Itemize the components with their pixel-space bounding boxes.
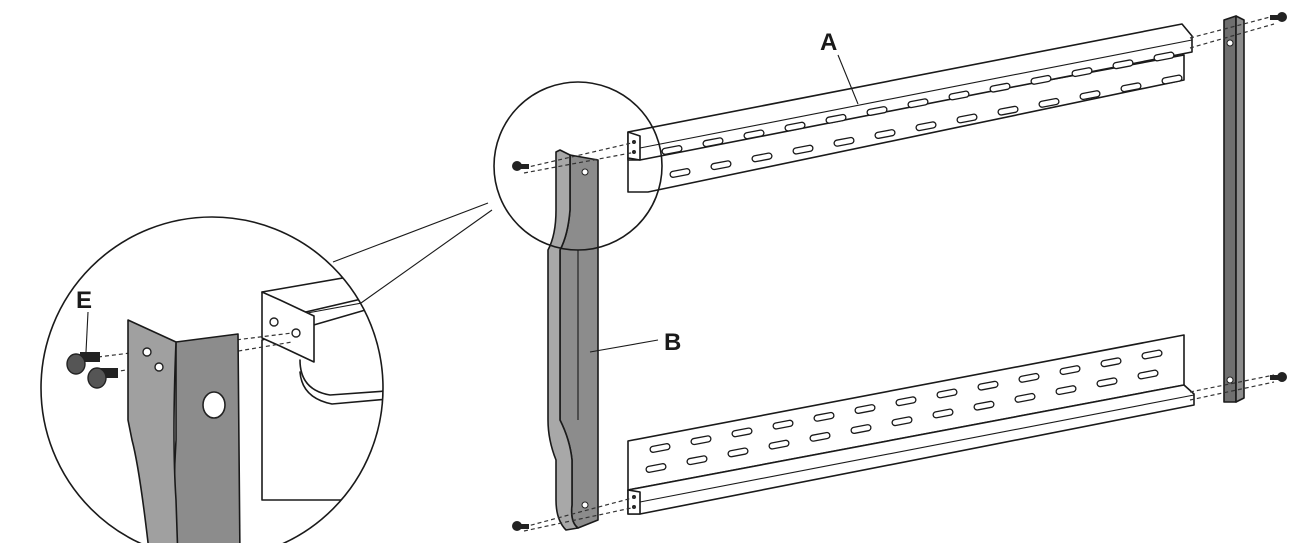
rail-slot: [690, 435, 712, 446]
rail-slot: [645, 463, 667, 473]
rail-slot: [1161, 74, 1183, 85]
rail-slot: [731, 427, 753, 438]
detail-circle-border: [40, 216, 384, 543]
callout-leaders: [589, 54, 859, 353]
rail-slot: [907, 98, 929, 109]
screw-top-right: [1270, 12, 1287, 22]
rail-slot: [977, 380, 999, 391]
rail-slot: [1096, 377, 1118, 388]
rail-slot: [915, 121, 937, 132]
bottom-rail-slots: [645, 349, 1163, 473]
rail-slot: [948, 90, 970, 101]
bottom-rail-end-cap: [627, 489, 641, 515]
rail-slot: [751, 152, 773, 163]
mounting-screws: [512, 12, 1287, 531]
rail-slot: [649, 443, 671, 453]
rail-slot: [895, 396, 917, 407]
rail-slot: [809, 431, 831, 442]
rail-slot: [1071, 67, 1093, 78]
screw-bottom-left: [512, 521, 529, 531]
rail-slot: [792, 144, 814, 155]
magnifier-target-circle: [493, 81, 663, 251]
leader-b: [589, 339, 659, 353]
rail-slot: [854, 404, 876, 415]
screw-alignment-lines: [523, 15, 1275, 532]
rail-slot: [1055, 385, 1077, 396]
rail-slot: [891, 416, 913, 427]
detail-magnified-view: [41, 217, 383, 543]
rail-slot: [813, 411, 835, 422]
leader-a: [837, 54, 859, 105]
rail-slot: [1153, 51, 1175, 62]
callout-label-a: A: [820, 29, 837, 56]
screw-top-left: [512, 161, 529, 171]
detail-bracket-front: [173, 333, 241, 543]
callout-label-e: E: [76, 287, 92, 314]
rail-slot: [932, 408, 954, 419]
rail-slot: [825, 113, 847, 124]
detail-rail-end-face: [261, 291, 315, 363]
bottom-rail: [627, 334, 1195, 515]
rail-slot: [1141, 349, 1163, 360]
top-rail-end-cap: [627, 131, 641, 161]
rail-slot: [661, 145, 683, 155]
rail-slot: [1018, 372, 1040, 383]
rail-slot: [727, 447, 749, 458]
rail-slot: [710, 160, 732, 171]
rail-slot: [833, 136, 855, 147]
detail-bracket-side: [127, 319, 179, 543]
rail-slot: [956, 113, 978, 124]
rail-slot: [1079, 90, 1101, 101]
rail-slot: [768, 439, 790, 450]
rail-slot: [1112, 59, 1134, 70]
center-vertical-bracket-b: [547, 149, 599, 531]
rail-slot: [866, 106, 888, 117]
rail-slot: [989, 82, 1011, 93]
rail-slot: [1014, 392, 1036, 403]
rail-slot: [669, 168, 691, 178]
rail-slot: [973, 400, 995, 411]
top-rail-slots: [661, 51, 1183, 178]
right-vertical-bracket: [1223, 15, 1245, 403]
rail-slot: [1120, 82, 1142, 93]
callout-label-b: B: [664, 329, 681, 356]
rail-slot: [1137, 369, 1159, 380]
top-rail-lip: [627, 23, 1193, 161]
rail-slot: [784, 121, 806, 132]
detail-screw-upper: [66, 352, 100, 375]
rail-slot: [850, 424, 872, 435]
detail-screw-lower: [87, 367, 118, 389]
rail-slot: [702, 137, 724, 148]
screw-bottom-right: [1270, 372, 1287, 382]
rail-slot: [743, 129, 765, 140]
rail-slot: [936, 388, 958, 399]
rail-slot: [1059, 365, 1081, 376]
rail-slot: [686, 455, 708, 466]
rail-slot: [1100, 357, 1122, 368]
magnifier-connector-lines: [332, 202, 493, 304]
rail-slot: [997, 105, 1019, 116]
rail-slot: [772, 419, 794, 430]
rail-slot: [1030, 74, 1052, 85]
rail-slot: [874, 129, 896, 140]
top-rail-a: [627, 23, 1193, 193]
rail-slot: [1038, 97, 1060, 108]
leader-e: [85, 311, 89, 353]
bracket-b-side-face: [547, 149, 579, 531]
